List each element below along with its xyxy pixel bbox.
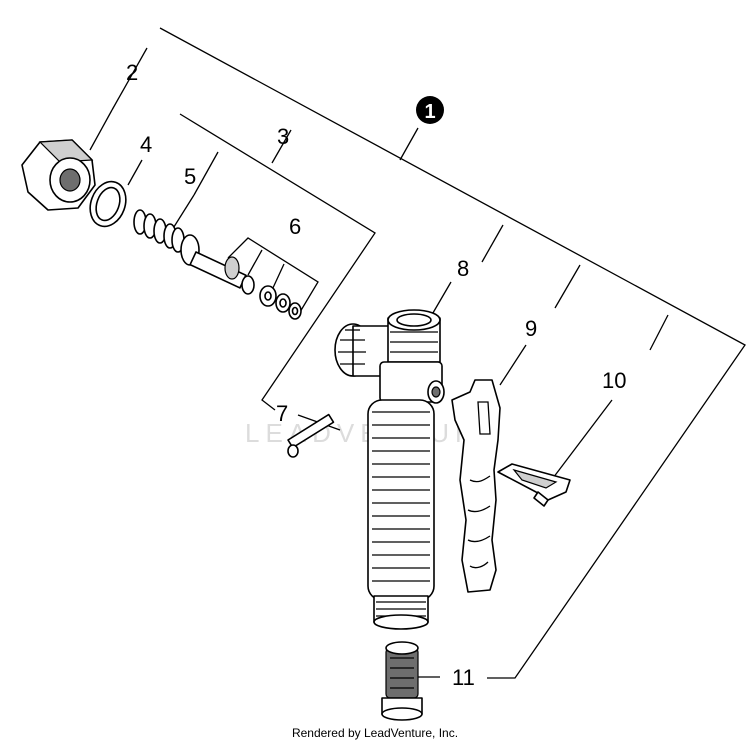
callout-9[interactable]: 9 (525, 316, 537, 341)
part-5-spring[interactable] (133, 209, 185, 253)
part-10-clip[interactable] (497, 463, 571, 507)
part-8-valve-body[interactable] (334, 309, 445, 630)
callout-10[interactable]: 10 (602, 368, 626, 393)
callout-6[interactable]: 6 (289, 214, 301, 239)
callout-5[interactable]: 5 (184, 164, 196, 189)
callout-4[interactable]: 4 (140, 132, 152, 157)
footer-credit: Rendered by LeadVenture, Inc. (291, 726, 459, 740)
part-7-pin[interactable] (287, 413, 335, 458)
callout-7[interactable]: 7 (276, 401, 288, 426)
callout-8[interactable]: 8 (457, 256, 469, 281)
callout-11[interactable]: 11 (452, 665, 475, 690)
callout-main-label: 1 (424, 101, 435, 123)
part-4-o-ring[interactable] (84, 177, 132, 232)
part-9-lever[interactable] (451, 379, 501, 593)
leader-lines (89, 27, 746, 679)
part-6-washers[interactable] (259, 285, 302, 320)
callout-3[interactable]: 3 (277, 124, 289, 149)
part-11-filter[interactable] (381, 641, 423, 721)
part-2-nut[interactable] (21, 139, 96, 211)
callout-2[interactable]: 2 (126, 60, 138, 85)
callout-main[interactable]: 1 (416, 96, 444, 124)
valve-stem[interactable] (180, 234, 255, 295)
